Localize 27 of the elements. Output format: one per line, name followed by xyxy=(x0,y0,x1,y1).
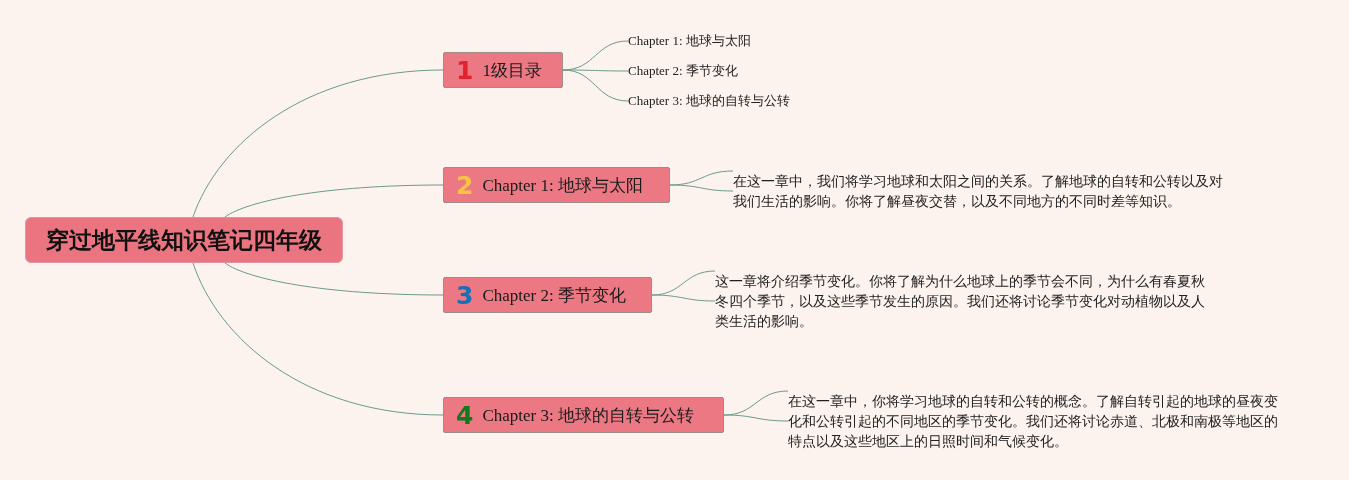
branch-line xyxy=(651,294,716,302)
topic-box xyxy=(443,277,652,313)
topic-box xyxy=(443,52,563,88)
branch-line xyxy=(224,262,444,296)
subtopic-text: Chapter 3: 地球的自转与公转 xyxy=(628,91,790,111)
priority-number: 4 xyxy=(456,402,474,428)
subtopic-text: Chapter 1: 地球与太阳 xyxy=(628,31,751,51)
description-text: 这一章将介绍季节变化。你将了解为什么地球上的季节会不同，为什么有春夏秋冬四个季节，以及这些季节发生的原因。我们还将讨论季节变化对动植物以及人类生活的影响。 xyxy=(715,271,1209,331)
topic-label: 1级目录 xyxy=(482,59,542,82)
priority-number: 1 xyxy=(456,57,474,83)
branch-line xyxy=(224,184,444,218)
description-text: 在这一章中，你将学习地球的自转和公转的概念。了解自转引起的地球的昼夜变化和公转引起的不同地区的季节变化。我们还将讨论赤道、北极和南极等地区的特点以及这些地区上的日照时间和气候变化。 xyxy=(788,391,1282,451)
description-text: 在这一章中，我们将学习地球和太阳之间的关系。了解地球的自转和公转以及对我们生活的影响。你将了解昼夜交替，以及不同地方的不同时差等知识。 xyxy=(733,171,1227,211)
topic-box xyxy=(443,167,670,203)
subtopic-text: Chapter 2: 季节变化 xyxy=(628,61,738,81)
topic-label: Chapter 3: 地球的自转与公转 xyxy=(482,404,694,427)
branch-line xyxy=(669,184,734,192)
topic-label: Chapter 2: 季节变化 xyxy=(482,284,626,307)
branch-line xyxy=(562,69,629,102)
branch-line xyxy=(192,69,444,218)
topic-box xyxy=(443,397,724,433)
priority-number: 2 xyxy=(456,172,474,198)
priority-number: 3 xyxy=(456,282,474,308)
central-topic-box: 穿过地平线知识笔记四年级 xyxy=(25,217,343,263)
branch-line xyxy=(192,262,444,416)
topic-label: Chapter 1: 地球与太阳 xyxy=(482,174,643,197)
branch-line xyxy=(723,414,789,422)
